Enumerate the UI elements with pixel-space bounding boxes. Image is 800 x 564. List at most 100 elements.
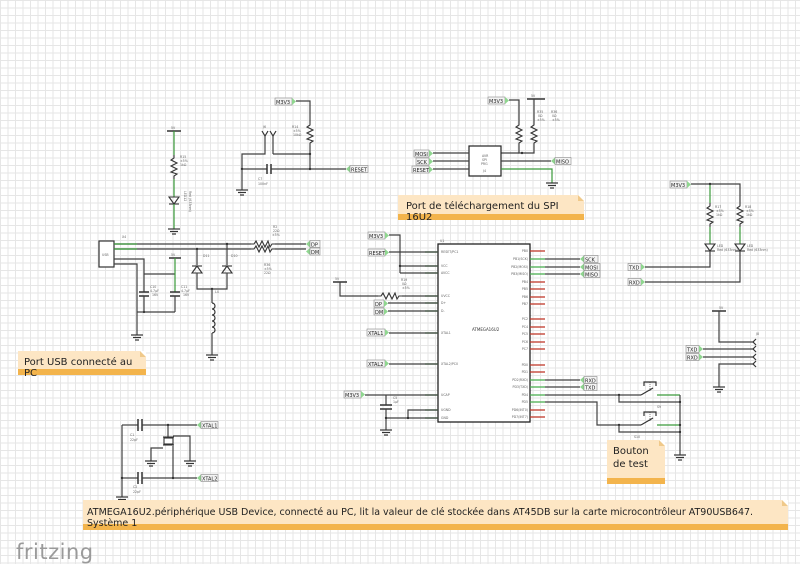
- note-system-description[interactable]: ATMEGA16U2.périphérique USB Device, conn…: [83, 500, 788, 530]
- txd-rxd-leds: M3V3 R17 ±5% 1kΩ R18 ±5% 1kΩ LED Red (63…: [627, 180, 768, 287]
- net-label-dm[interactable]: DM: [373, 307, 388, 316]
- ic-pin-right[interactable]: PD5: [522, 400, 545, 404]
- resistor-r17[interactable]: [706, 202, 714, 228]
- net-label-m3v3[interactable]: M3V3: [367, 231, 389, 240]
- ic-pin-right[interactable]: PD4: [522, 393, 545, 397]
- ic-pin-right[interactable]: PC7: [522, 347, 545, 351]
- net-label-txd[interactable]: TXD: [685, 345, 703, 354]
- ic-pin-right[interactable]: PB2(MOSI): [511, 265, 545, 269]
- net-label-m3v3[interactable]: M3V3: [274, 97, 296, 106]
- net-label-reset[interactable]: RESET: [411, 165, 433, 174]
- ic-pin-right[interactable]: PD3(TXD): [513, 385, 545, 389]
- x4-label: X4: [122, 235, 126, 239]
- j8-pins-icon[interactable]: [752, 338, 757, 368]
- svg-text:4.7μF: 4.7μF: [181, 289, 190, 293]
- net-label-dm[interactable]: DM: [306, 247, 321, 256]
- svg-text:4.7μF: 4.7μF: [150, 289, 159, 293]
- j6-label: J6: [262, 125, 266, 129]
- ic-pin-right[interactable]: PC2: [522, 317, 545, 321]
- ic-pin-right[interactable]: PB7: [522, 302, 545, 306]
- diode-d10-icon[interactable]: [220, 265, 234, 274]
- svg-text:USB: USB: [102, 253, 109, 257]
- svg-text:PD2(RXD): PD2(RXD): [512, 378, 528, 382]
- note-spi-port[interactable]: Port de téléchargement du SPI 16U2: [398, 195, 584, 223]
- note-usb-port[interactable]: Port USB connecté au PC: [18, 351, 146, 379]
- net-label-sck[interactable]: SCK: [415, 157, 433, 166]
- net-label-dp[interactable]: DP: [306, 240, 321, 249]
- net-label-reset[interactable]: RESET: [346, 165, 369, 174]
- svg-text:M3V3: M3V3: [671, 183, 685, 189]
- net-label-xtal2[interactable]: XTAL2: [366, 359, 389, 368]
- net-label-m3v3[interactable]: M3V3: [487, 96, 509, 105]
- svg-text:RESET: RESET: [369, 251, 386, 257]
- net-label-sck[interactable]: SCK: [580, 255, 599, 264]
- note-test-button[interactable]: Bouton de test: [607, 440, 665, 484]
- ic-pin-right[interactable]: PC5: [522, 332, 545, 336]
- resistor-r19[interactable]: [377, 292, 403, 300]
- ic-pin-right[interactable]: PC6: [522, 340, 545, 344]
- net-label-miso[interactable]: MISO: [551, 157, 572, 166]
- ic-pin-right[interactable]: PB0: [522, 249, 545, 253]
- j8-label: J8: [755, 332, 759, 336]
- jumper-j6-icon[interactable]: [261, 130, 277, 138]
- resistor-r2[interactable]: [250, 240, 276, 248]
- ic-pin-right[interactable]: PB4: [522, 280, 545, 284]
- resistor-r36-spi[interactable]: [530, 121, 538, 147]
- usb-connector-x4[interactable]: [98, 240, 115, 268]
- svg-text:GND: GND: [441, 416, 449, 420]
- ic-pin-right[interactable]: PB6: [522, 295, 545, 299]
- svg-text:TXD: TXD: [628, 266, 639, 272]
- net-label-xtal2[interactable]: XTAL2: [197, 474, 219, 483]
- net-label-mosi[interactable]: MOSI: [413, 149, 433, 158]
- svg-text:D-: D-: [441, 309, 445, 313]
- r14-tol: ±5%: [293, 129, 301, 133]
- resistor-r36[interactable]: [250, 245, 276, 253]
- svg-text:R2: R2: [273, 225, 277, 229]
- led-txd-icon[interactable]: [703, 243, 717, 252]
- r35-label: R35: [537, 110, 543, 114]
- ic-pin-right[interactable]: PD7(INT7): [512, 415, 545, 419]
- svg-text:C11: C11: [181, 285, 187, 289]
- net-label-txd[interactable]: TXD: [627, 263, 645, 272]
- svg-text:PC5: PC5: [522, 332, 528, 336]
- ic-pin-right[interactable]: PD2(RXD): [512, 378, 545, 382]
- net-label-rxd[interactable]: RXD: [627, 278, 645, 287]
- l4-label: L4: [215, 290, 219, 294]
- net-label-txd[interactable]: TXD: [580, 383, 598, 392]
- resistor-r18[interactable]: [736, 202, 744, 228]
- switch-s9[interactable]: [640, 387, 654, 396]
- ic-atmega16u2[interactable]: [437, 243, 531, 423]
- led-rxd-icon[interactable]: [733, 243, 747, 252]
- resistor-r14[interactable]: [306, 121, 314, 147]
- crystal-icon[interactable]: [163, 437, 174, 445]
- ic-pin-right[interactable]: PB1(SCK): [513, 257, 545, 261]
- svg-text:DP: DP: [375, 302, 382, 308]
- resistor-r15[interactable]: [170, 154, 178, 180]
- ic-pin-right[interactable]: PD0: [522, 363, 545, 367]
- svg-text:PB0: PB0: [522, 249, 528, 253]
- switch-s10[interactable]: [640, 417, 654, 426]
- led12-icon[interactable]: [167, 196, 181, 205]
- net-label-miso[interactable]: MISO: [580, 270, 601, 279]
- net-label-rxd[interactable]: RXD: [685, 353, 703, 362]
- svg-text:PC4: PC4: [522, 325, 528, 329]
- resistor-r35[interactable]: [515, 121, 523, 147]
- net-label-m3v3[interactable]: M3V3: [343, 390, 365, 399]
- ic-pin-right[interactable]: PD1: [522, 370, 545, 374]
- net-label-dp[interactable]: DP: [373, 299, 388, 308]
- net-label-xtal1[interactable]: XTAL1: [197, 421, 219, 430]
- ic-pin-right[interactable]: PC4: [522, 325, 545, 329]
- ic-pin-right[interactable]: PB3(MISO): [511, 272, 545, 276]
- ic-pin-right[interactable]: PB5: [522, 287, 545, 291]
- net-label-xtal1[interactable]: XTAL1: [366, 328, 389, 337]
- svg-text:Red (633nm): Red (633nm): [717, 248, 738, 252]
- svg-text:PD6(INT0): PD6(INT0): [512, 408, 528, 412]
- svg-text:PC7: PC7: [522, 347, 528, 351]
- inductor-l4[interactable]: [211, 302, 216, 334]
- diode-d11-icon[interactable]: [190, 265, 204, 274]
- svg-text:1μF: 1μF: [393, 400, 399, 404]
- net-label-reset[interactable]: RESET: [367, 248, 389, 257]
- net-label-m3v3[interactable]: M3V3: [669, 180, 691, 189]
- ic-pin-right[interactable]: PD6(INT0): [512, 408, 545, 412]
- r14-label: R14: [292, 125, 298, 129]
